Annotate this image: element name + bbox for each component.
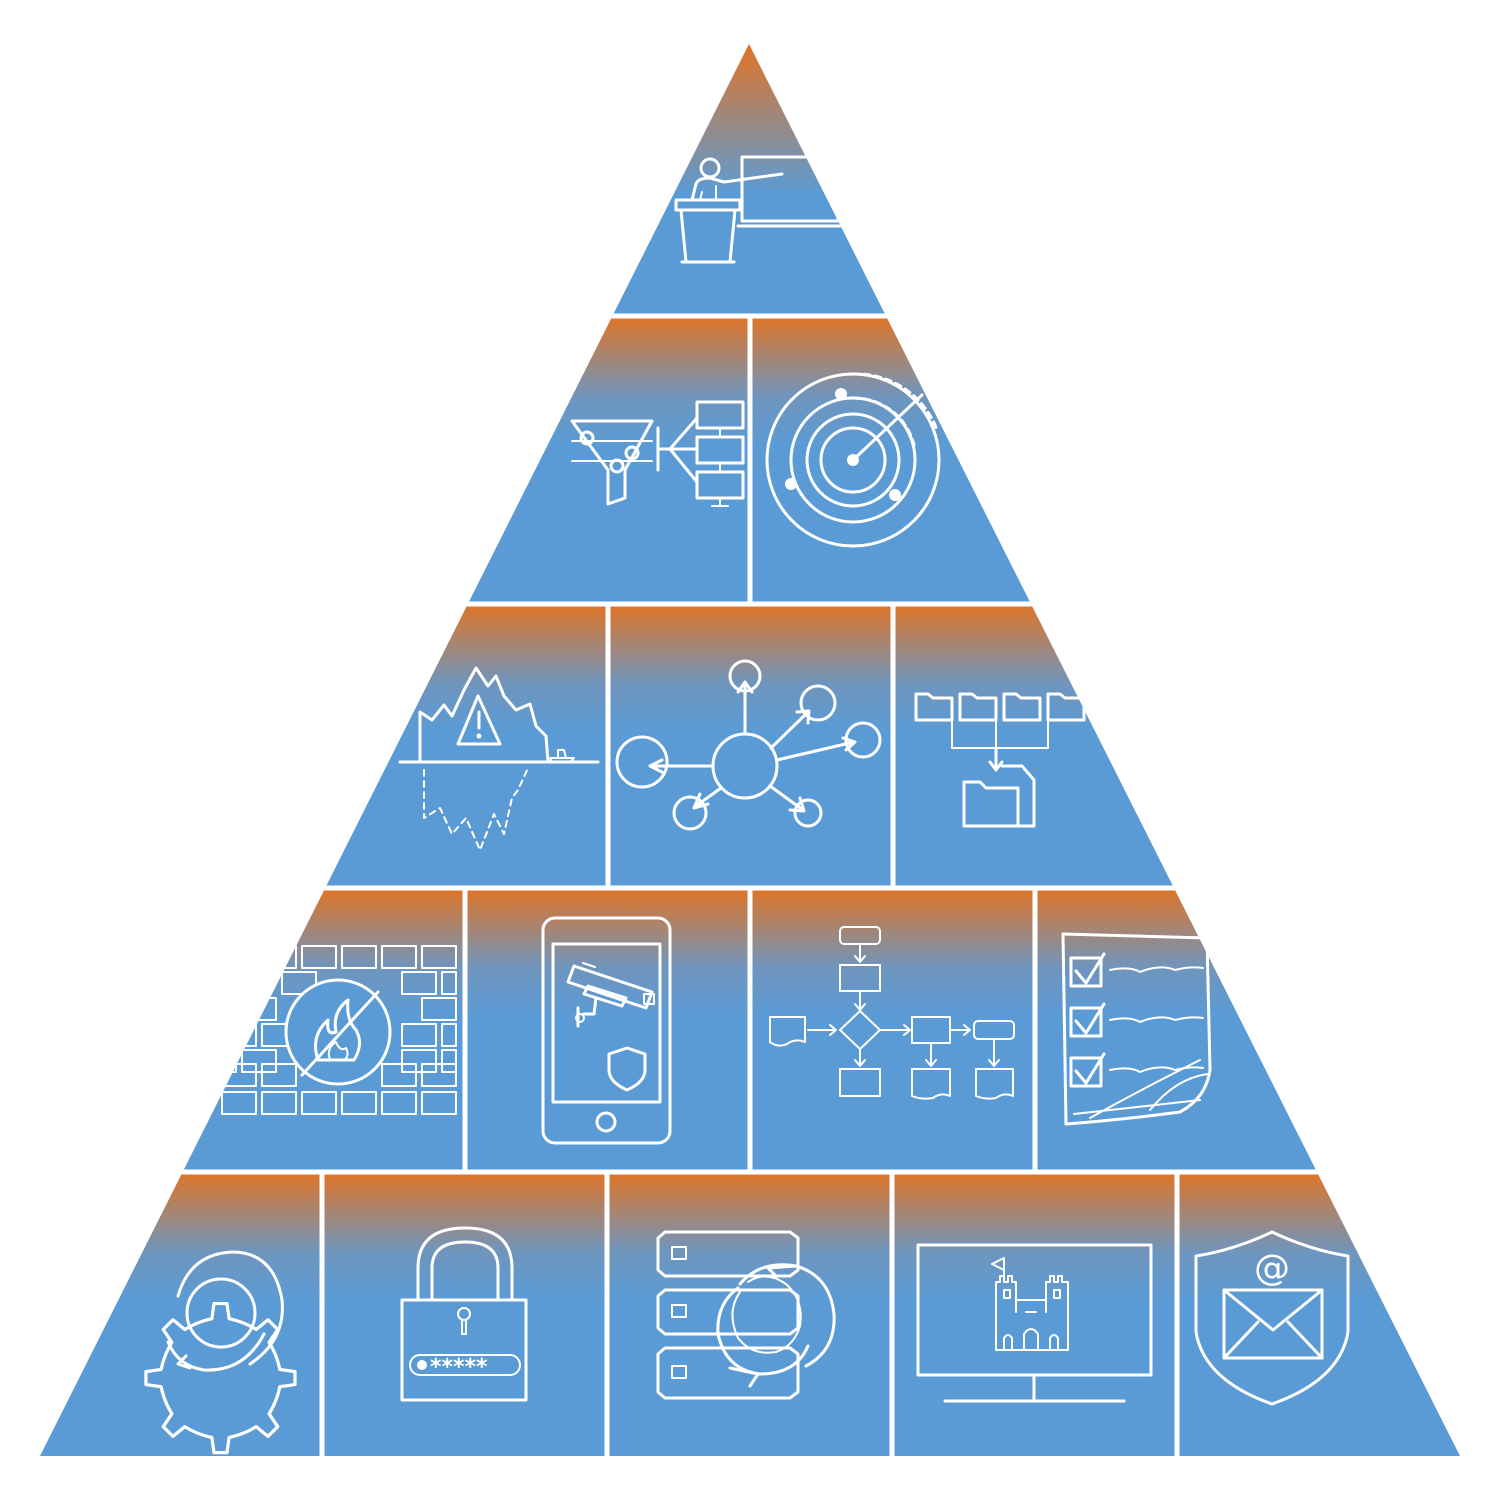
- gear-cycle-icon: [144, 1250, 297, 1455]
- checklist-icon: [1061, 932, 1212, 1126]
- email-shield-icon: @: [1194, 1230, 1350, 1406]
- castle-monitor-icon: [916, 1243, 1153, 1403]
- mobile-surveillance-icon: [541, 916, 672, 1145]
- iceberg-warning-icon: [398, 666, 600, 851]
- presentation-icon: [674, 155, 844, 264]
- password-mask-text: *****: [430, 1355, 488, 1380]
- server-backup-icon: [656, 1230, 836, 1400]
- tier-1-background: [40, 44, 1460, 316]
- email-at-symbol: @: [1254, 1248, 1290, 1289]
- flowchart-icon: [769, 926, 1015, 1100]
- hub-network-icon: [615, 659, 882, 831]
- tier-3-background: [40, 604, 1460, 888]
- firewall-icon: [221, 945, 457, 1115]
- folder-hierarchy-icon: [914, 692, 1086, 828]
- pyramid-body: *****: [40, 44, 1460, 1456]
- funnel-network-icon: [570, 400, 745, 507]
- radar-icon: [765, 372, 941, 548]
- password-lock-icon: *****: [400, 1226, 528, 1402]
